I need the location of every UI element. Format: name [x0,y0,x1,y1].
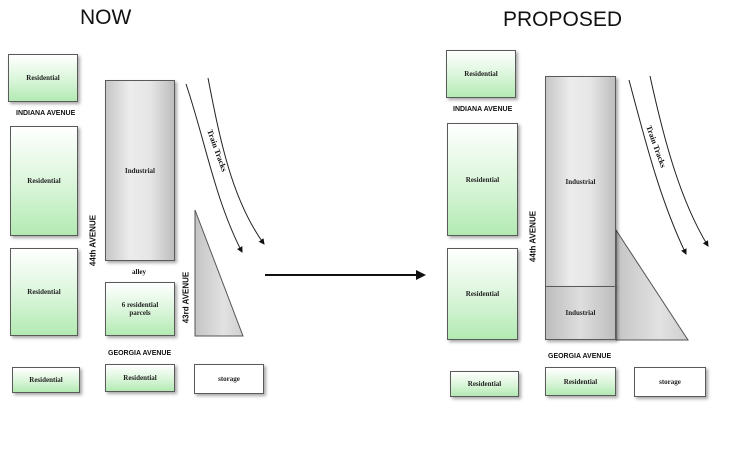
now-44th-avenue-label: 44th AVENUE [88,214,98,267]
now-storage-block: storage [194,364,264,394]
proposed-track-line-2 [649,75,709,247]
now-residential-top: Residential [8,54,78,102]
proposed-residential-mid: Residential [447,123,518,236]
proposed-title: PROPOSED [503,8,623,31]
proposed-storage-block: storage [634,367,706,397]
now-residential-georgia: Residential [105,364,175,392]
proposed-residential-georgia: Residential [545,367,616,396]
proposed-44th-avenue-label: 44th AVENUE [528,210,538,263]
proposed-residential-top: Residential [446,50,516,98]
proposed-triangle-parcel [615,228,689,341]
now-triangle-parcel [194,209,244,337]
now-track-line-2 [207,77,265,245]
now-residential-mid: Residential [10,126,78,236]
now-alley-label: alley [132,268,146,276]
now-six-residential-parcels: 6 residential parcels [105,282,175,336]
now-title: NOW [80,6,132,29]
proposed-industrial-lower-block: Industrial [545,286,616,340]
now-indiana-avenue-label: INDIANA AVENUE [16,110,76,117]
proposed-residential-low: Residential [447,248,518,340]
proposed-industrial-block: Industrial [545,76,616,287]
proposed-indiana-avenue-label: INDIANA AVENUE [453,106,513,113]
now-georgia-avenue-label: GEORGIA AVENUE [108,350,172,357]
now-industrial-block: Industrial [105,80,175,261]
now-residential-low: Residential [10,248,78,336]
now-43rd-avenue-label: 43rd AVENUE [181,271,191,324]
now-track-line-1 [185,83,243,253]
proposed-residential-bottom: Residential [450,371,519,397]
proposed-georgia-avenue-label: GEORGIA AVENUE [548,353,612,360]
proposed-track-line-1 [628,79,687,255]
now-residential-bottom: Residential [12,367,80,393]
